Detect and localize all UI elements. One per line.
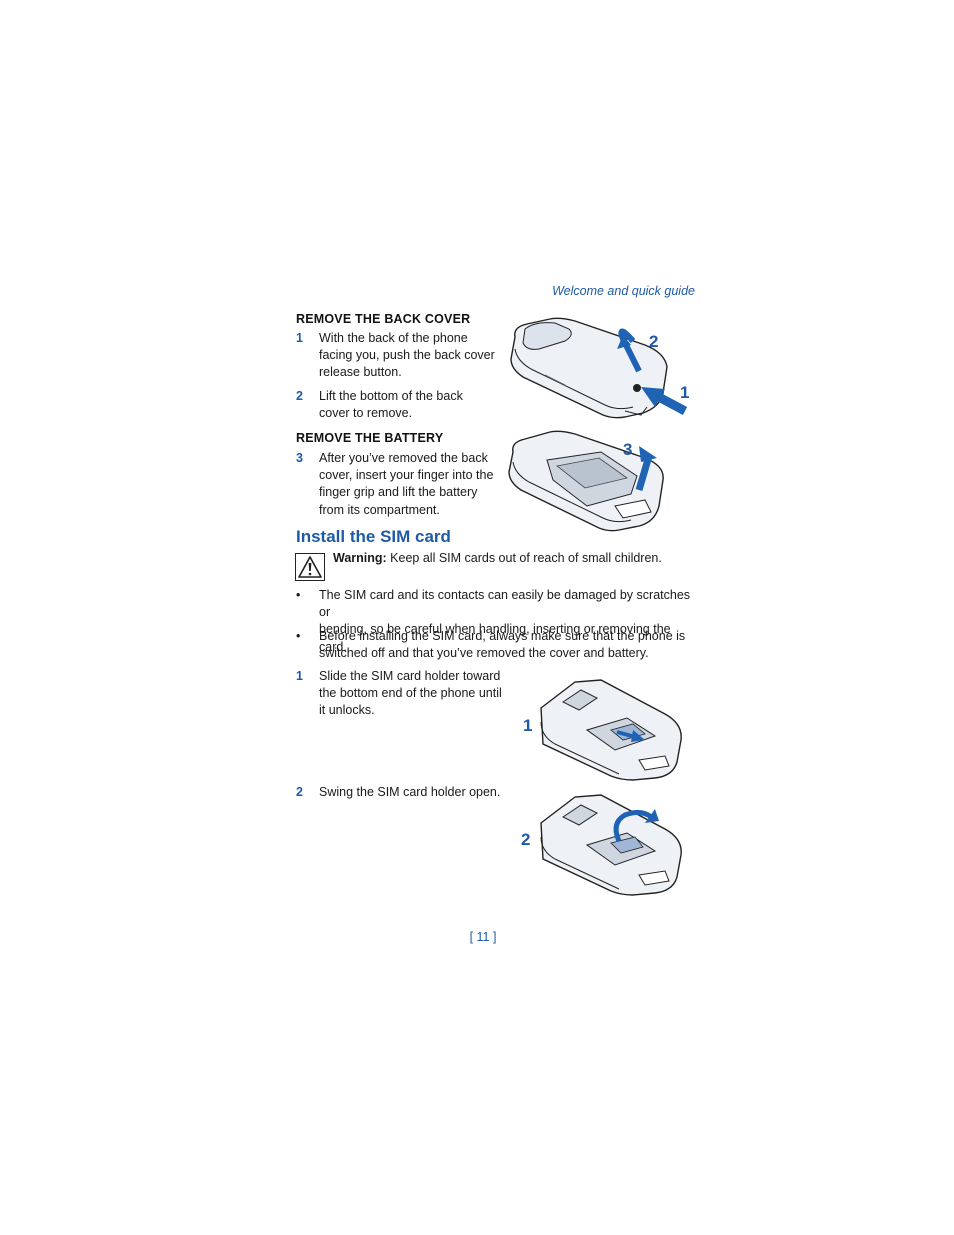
remove-battery-heading: REMOVE THE BATTERY: [296, 431, 444, 445]
step-line: release button.: [319, 365, 402, 380]
bullet-marker: •: [296, 629, 301, 643]
install-sim-title: Install the SIM card: [296, 527, 451, 546]
step-line: it unlocks.: [319, 703, 375, 718]
step-2-sim: 2 Swing the SIM card holder open.: [296, 784, 511, 802]
figure-label-lift: 2: [649, 332, 658, 351]
sim-slide-illustration: 1: [523, 679, 682, 781]
sim-swing-illustration: 2: [521, 794, 682, 896]
figure-label-battery: 3: [623, 440, 632, 459]
step-line: finger grip and lift the battery: [319, 485, 478, 500]
bullet-line: Before installing the SIM card, always m…: [319, 629, 686, 643]
warning-message: Warning: Keep all SIM cards out of reach…: [333, 550, 693, 567]
page-number: [ 11 ]: [469, 930, 497, 944]
step-line: Slide the SIM card holder toward: [319, 669, 501, 683]
figure-label-sim-swing: 2: [521, 830, 530, 849]
step-2-back-cover: 2 Lift the bottom of the back cover to r…: [296, 388, 506, 424]
bullet-item: • Before installing the SIM card, always…: [296, 628, 696, 664]
phone-battery-illustration: 3: [508, 430, 664, 532]
bullet-marker: •: [296, 588, 301, 602]
figure-label-release: 1: [680, 383, 689, 402]
step-line: Lift the bottom of the back: [319, 389, 463, 403]
warning-text: Keep all SIM cards out of reach of small…: [386, 551, 662, 565]
step-line: cover, insert your finger into the: [319, 468, 494, 483]
step-number: 1: [296, 669, 303, 683]
step-number: 2: [296, 785, 303, 799]
running-header: Welcome and quick guide: [552, 284, 695, 298]
warning-label: Warning:: [333, 551, 387, 565]
step-1-back-cover: 1 With the back of the phone facing you,…: [296, 330, 506, 382]
bullet-item: • The SIM card and its contacts can easi…: [296, 587, 696, 654]
remove-back-cover-heading: REMOVE THE BACK COVER: [296, 312, 471, 326]
phone-back-cover-illustration: 2 1: [510, 317, 689, 419]
step-line: from its compartment.: [319, 502, 440, 517]
step-line: the bottom end of the phone until: [319, 686, 502, 701]
step-number: 3: [296, 451, 303, 465]
step-line: facing you, push the back cover: [319, 348, 495, 363]
step-number: 1: [296, 331, 303, 345]
step-line: After you’ve removed the back: [319, 451, 488, 465]
warning-triangle-icon: [295, 553, 325, 581]
step-line: With the back of the phone: [319, 331, 468, 345]
figure-label-sim-slide: 1: [523, 716, 532, 735]
step-line: Swing the SIM card holder open.: [319, 785, 501, 799]
bullet-line: The SIM card and its contacts can easily…: [319, 588, 691, 620]
step-3-battery: 3 After you’ve removed the back cover, i…: [296, 450, 506, 520]
step-number: 2: [296, 389, 303, 403]
bullet-line: switched off and that you’ve removed the…: [319, 646, 649, 661]
step-line: cover to remove.: [319, 406, 413, 421]
step-1-sim: 1 Slide the SIM card holder toward the b…: [296, 668, 511, 720]
bullet-line: bending, so be careful when handling, in…: [319, 622, 671, 654]
